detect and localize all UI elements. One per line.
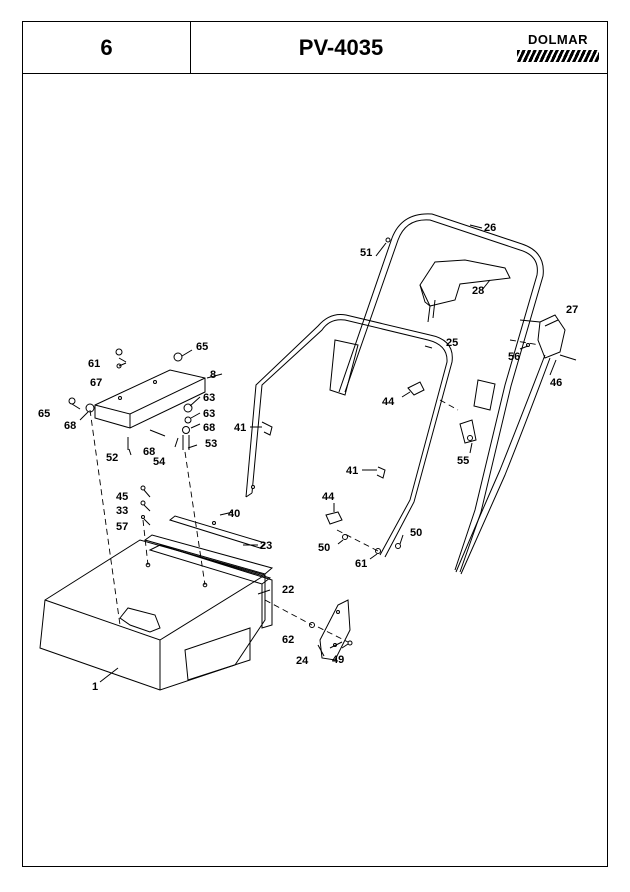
callout-55: 55 (457, 455, 469, 467)
callout-63a: 63 (203, 392, 215, 404)
header: 6 PV-4035 DOLMAR (23, 22, 607, 74)
callout-51: 51 (360, 247, 372, 259)
callout-27: 27 (566, 304, 578, 316)
callout-68a: 68 (64, 420, 76, 432)
height-bracket-8 (94, 369, 206, 429)
callout-65a: 65 (196, 341, 208, 353)
brand-logo: DOLMAR (517, 32, 599, 64)
callout-54: 54 (153, 456, 166, 468)
leader-lines (71, 224, 557, 683)
callout-labels: 1 8 22 23 24 25 26 27 28 33 40 41 41 44 … (38, 222, 578, 693)
callout-33: 33 (116, 505, 128, 517)
assembly-lines (89, 339, 541, 643)
page-number: 6 (23, 22, 191, 73)
callout-68b: 68 (203, 422, 215, 434)
callout-44a: 44 (382, 396, 395, 408)
callout-53: 53 (205, 438, 217, 450)
callout-56: 56 (508, 351, 520, 363)
callout-52: 52 (106, 452, 118, 464)
callout-44b: 44 (322, 491, 335, 503)
callout-67: 67 (90, 377, 102, 389)
callout-41b: 41 (346, 465, 358, 477)
callout-50b: 50 (410, 527, 422, 539)
plate-22 (148, 544, 273, 629)
control-cable (455, 354, 546, 573)
strip-23 (143, 534, 274, 575)
callout-25: 25 (446, 337, 458, 349)
callout-41a: 41 (234, 422, 246, 434)
callout-57: 57 (116, 521, 128, 533)
brand-stripes (517, 50, 599, 62)
callout-61a: 61 (88, 358, 100, 370)
callout-28: 28 (472, 285, 484, 297)
callout-45: 45 (116, 491, 128, 503)
mower-deck-1 (39, 539, 266, 691)
model-name: PV-4035 (298, 34, 384, 60)
callout-40: 40 (228, 508, 240, 520)
upper-handle-26 (338, 213, 544, 573)
cable-holder-28 (419, 259, 511, 323)
hardware (68, 237, 577, 646)
page-frame: 6 PV-4035 DOLMAR (22, 21, 608, 867)
callout-46: 46 (550, 377, 562, 389)
switch-27 (537, 314, 566, 359)
control-cable-2 (460, 357, 551, 575)
callout-62: 62 (282, 634, 294, 646)
callout-68c: 68 (143, 446, 155, 458)
callout-24: 24 (296, 655, 309, 667)
callout-50a: 50 (318, 542, 330, 554)
callout-49: 49 (332, 654, 344, 666)
callout-23: 23 (260, 540, 272, 552)
callout-1: 1 (92, 681, 98, 693)
lower-handle-25 (245, 314, 453, 558)
callout-61b: 61 (355, 558, 367, 570)
callout-26: 26 (484, 222, 496, 234)
bracket-24 (319, 599, 351, 661)
callout-8: 8 (210, 369, 216, 381)
bar-40 (168, 515, 266, 549)
callout-22: 22 (282, 584, 294, 596)
callout-65b: 65 (38, 408, 50, 420)
brand-name: DOLMAR (527, 32, 589, 47)
callout-63b: 63 (203, 408, 215, 420)
